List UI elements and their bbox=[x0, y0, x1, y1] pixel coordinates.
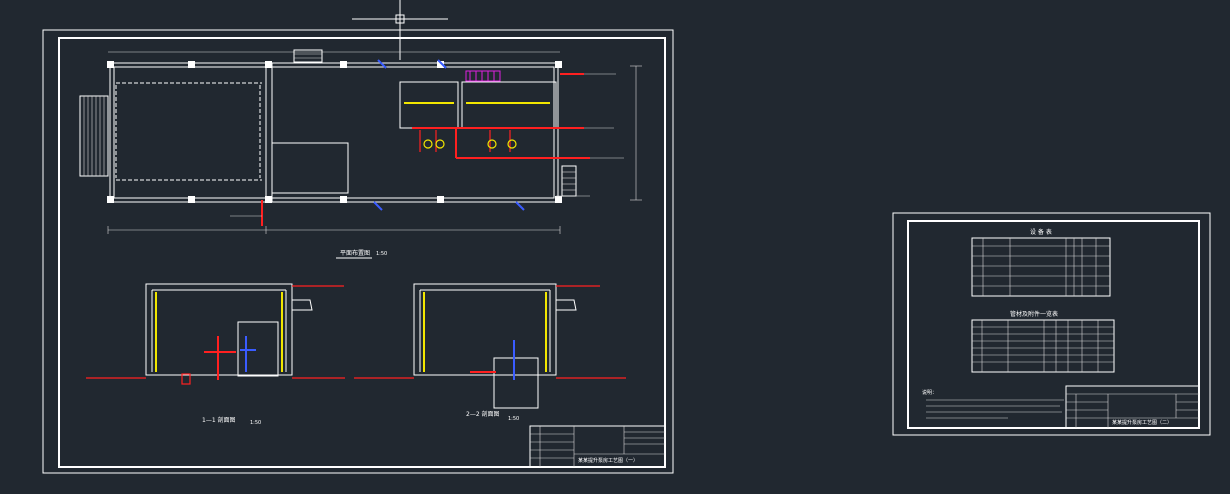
floor-plan bbox=[79, 49, 642, 234]
sheet-2-inner-border bbox=[907, 220, 1200, 429]
section-2-2-title: 2—2 剖面图 bbox=[466, 410, 500, 418]
section-1-1-scale: 1:50 bbox=[250, 420, 261, 426]
drawing-sheet-2[interactable]: 设 备 表 管材及附件一览表 bbox=[892, 212, 1211, 436]
title-block-1 bbox=[529, 425, 666, 468]
drawing-sheet-1[interactable]: 平面布置图 1:50 1—1 剖面图 1:50 bbox=[42, 29, 674, 474]
notes-title: 说明： bbox=[922, 389, 937, 396]
sheet-2-outer-border bbox=[892, 212, 1211, 436]
materials-table bbox=[971, 319, 1115, 373]
sheet-1-inner-border bbox=[58, 37, 666, 468]
section-1-1-title: 1—1 剖面图 bbox=[202, 416, 236, 424]
section-2-2-scale: 1:50 bbox=[508, 416, 519, 422]
title-block-2 bbox=[1065, 385, 1200, 429]
section-1-1 bbox=[86, 283, 345, 385]
sheet-1-outer-border bbox=[42, 29, 674, 474]
notes-lines bbox=[926, 399, 1064, 419]
section-2-2 bbox=[354, 283, 626, 409]
plan-scale: 1:50 bbox=[376, 251, 387, 257]
plan-title: 平面布置图 bbox=[340, 249, 370, 257]
equipment-table bbox=[971, 237, 1111, 297]
materials-table-title: 管材及附件一览表 bbox=[1010, 310, 1058, 318]
title-block-2-name: 某某提升泵房工艺图（二） bbox=[1112, 419, 1172, 426]
title-block-1-name: 某某提升泵房工艺图（一） bbox=[578, 457, 638, 464]
equipment-table-title: 设 备 表 bbox=[1030, 228, 1052, 236]
